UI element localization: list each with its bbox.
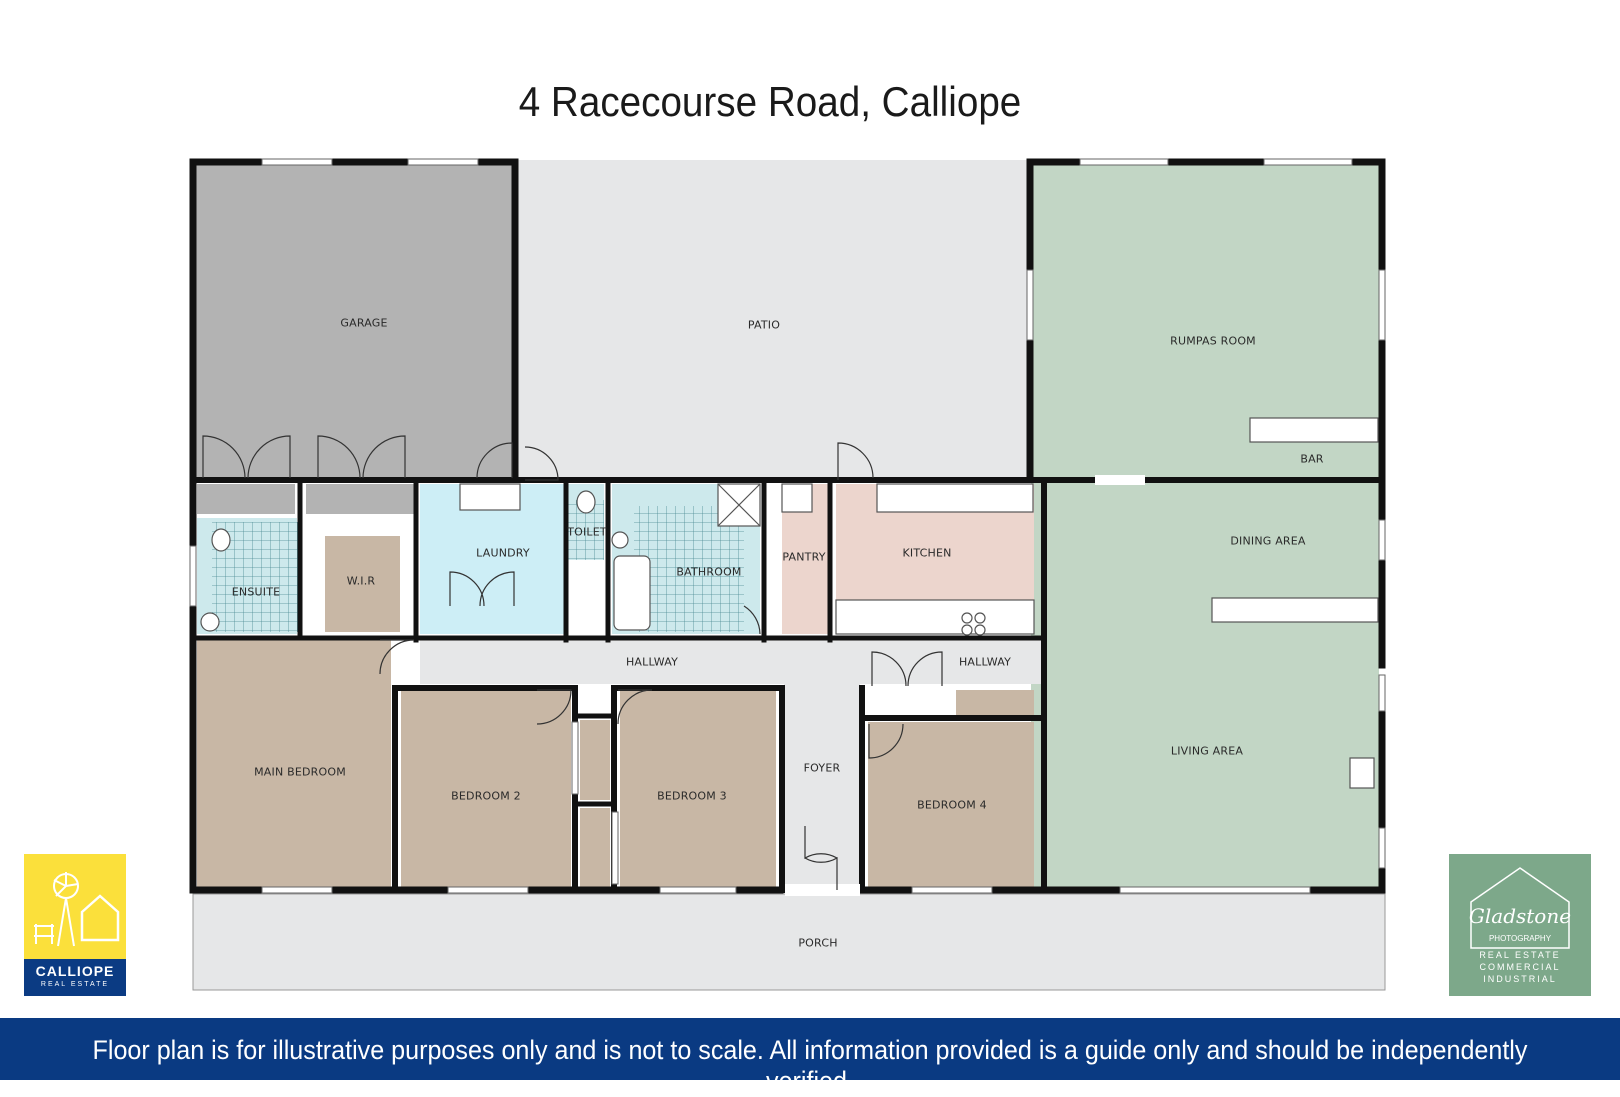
label-living-area: LIVING AREA (1170, 744, 1244, 758)
dining-bench (1211, 597, 1379, 623)
foyer-fill (784, 684, 860, 890)
plan-title: 4 Racecourse Road, Calliope (518, 78, 1022, 125)
house-outline-icon (1470, 867, 1570, 949)
logo-sun-panel (24, 854, 126, 959)
disclaimer-footer: Floor plan is for illustrative purposes … (0, 1018, 1620, 1096)
bath-tiles (634, 506, 744, 632)
label-bedroom-3: BEDROOM 3 (657, 789, 727, 803)
windows (189, 158, 1386, 894)
disclaimer-text: Floor plan is for illustrative purposes … (92, 1035, 1528, 1096)
porch-fill (192, 893, 1386, 991)
label-toilet: TOILET (567, 525, 607, 539)
label-kitchen: KITCHEN (902, 546, 952, 560)
kitchen-island (835, 599, 1035, 635)
logo-right-line4: INDUSTRIAL (1483, 974, 1557, 984)
storage-strip-2 (306, 484, 414, 514)
pantry-shelf (781, 483, 813, 513)
logo-right-line1: PHOTOGRAPHY (1488, 934, 1552, 943)
wir-inner (325, 536, 400, 632)
label-hallway-left: HALLWAY (625, 655, 679, 669)
fixtures (200, 417, 1379, 789)
label-ensuite: ENSUITE (231, 585, 281, 599)
label-main-bedroom: MAIN BEDROOM (254, 765, 346, 779)
windmill-farmhouse-icon (34, 872, 120, 947)
basin (611, 531, 629, 549)
cooktop (961, 612, 973, 624)
logo-band (24, 959, 126, 996)
logo-left-sub: REAL ESTATE (40, 981, 110, 988)
openings (785, 475, 1145, 896)
patio-fill (516, 160, 1028, 478)
garage-fill (193, 165, 515, 478)
linen-fill-2 (580, 808, 610, 888)
laundry-bench (459, 483, 521, 511)
label-rumpas-room: RUMPAS ROOM (1170, 334, 1256, 348)
label-bathroom: BATHROOM (676, 565, 742, 579)
bedroom3-fill (620, 690, 776, 888)
label-garage: GARAGE (340, 316, 388, 330)
label-bedroom-4: BEDROOM 4 (917, 798, 987, 812)
linen-fill (580, 720, 610, 800)
logo-right-script: Gladstone (1468, 904, 1572, 928)
logo-right-line3: COMMERCIAL (1479, 962, 1561, 972)
toilet-bowl (576, 490, 596, 514)
bar-counter (1249, 417, 1379, 443)
label-foyer: FOYER (803, 761, 841, 775)
hallway-fill (420, 640, 1044, 684)
living-fill (1031, 480, 1379, 888)
ensuite-toilet (211, 528, 231, 552)
logo-left-name: CALLIOPE (35, 963, 115, 979)
label-wir: W.I.R (346, 574, 376, 588)
label-dining-area: DINING AREA (1230, 534, 1306, 548)
b4-robe-fill (956, 690, 1034, 716)
label-patio: PATIO (747, 318, 781, 332)
storage-strip-1 (197, 484, 295, 514)
label-laundry: LAUNDRY (476, 546, 530, 560)
kitchen-bench (876, 483, 1034, 513)
fireplace (1349, 757, 1375, 789)
ensuite-basin (200, 612, 220, 632)
label-bedroom-2: BEDROOM 2 (451, 789, 521, 803)
doors (202, 435, 943, 890)
bedroom4-fill (868, 722, 1034, 888)
main-bedroom-fill (197, 640, 391, 888)
label-bar: BAR (1300, 452, 1324, 466)
bathtub (613, 555, 651, 631)
logo-right-line2: REAL ESTATE (1479, 950, 1561, 960)
gladstone-photography-logo: Gladstone PHOTOGRAPHY REAL ESTATE COMMER… (1449, 854, 1591, 996)
room-fills (192, 160, 1386, 991)
walls (189, 158, 1386, 894)
calliope-logo: CALLIOPE REAL ESTATE (24, 854, 126, 996)
label-pantry: PANTRY (782, 550, 826, 564)
label-hallway-right: HALLWAY (958, 655, 1012, 669)
label-porch: PORCH (798, 936, 838, 950)
